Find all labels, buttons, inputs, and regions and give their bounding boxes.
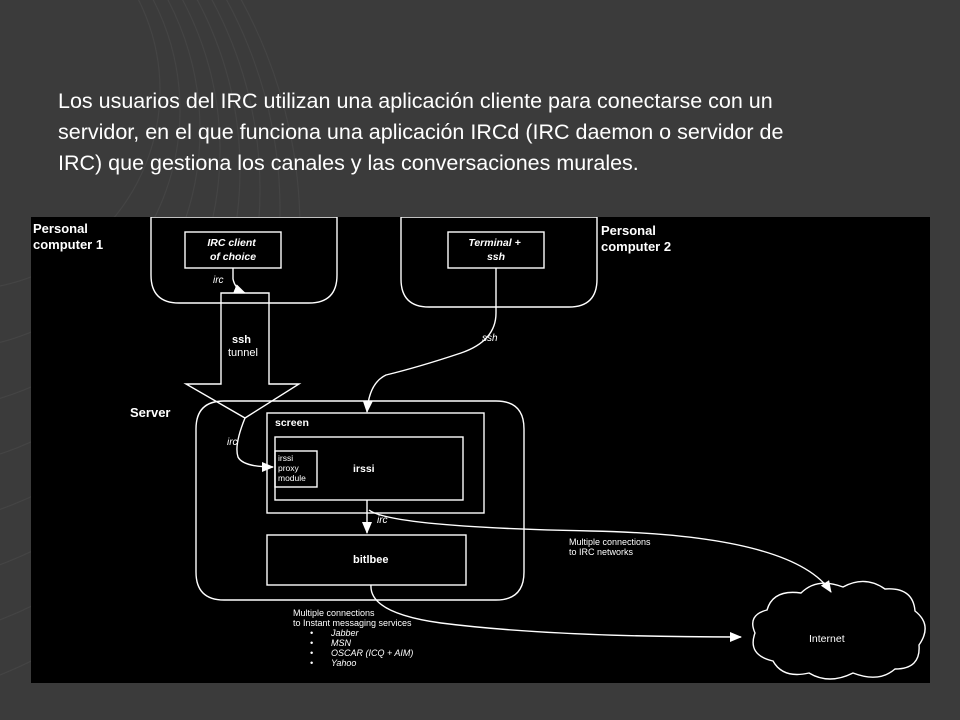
- server-frame: [195, 400, 525, 601]
- internet-label: Internet: [809, 633, 845, 645]
- irc-networks-edge: [368, 509, 832, 593]
- edge-ssh-label: ssh: [482, 333, 498, 344]
- proxy-module-box: [274, 450, 318, 488]
- im-service-bullet: •: [310, 638, 313, 648]
- screen-label: screen: [275, 417, 309, 429]
- terminal-label: Terminal + ssh: [468, 237, 523, 263]
- pc2-frame: [400, 217, 598, 308]
- edge-irc-bottom-label: irc: [377, 515, 388, 526]
- ssh-tunnel-label: ssh tunnel: [228, 334, 258, 359]
- im-services-list: • Jabber • MSN • OSCAR (ICQ + AIM) • Yah…: [310, 628, 413, 668]
- im-service-item: MSN: [331, 638, 352, 648]
- pc1-label: Personal computer 1: [33, 221, 103, 252]
- intro-line: servidor, en el que funciona una aplicac…: [58, 120, 784, 144]
- server-label: Server: [130, 405, 170, 420]
- internet-cloud: [752, 580, 926, 680]
- intro-paragraph: Los usuarios del IRC utilizan una aplica…: [58, 86, 928, 179]
- edge-irc-top-label: irc: [213, 275, 224, 286]
- pc2-label: Personal computer 2: [601, 223, 671, 254]
- intro-line: Los usuarios del IRC utilizan una aplica…: [58, 89, 773, 113]
- im-services-label: Multiple connections to Instant messagin…: [293, 608, 412, 628]
- im-service-bullet: •: [310, 628, 313, 638]
- im-services-edge: [370, 584, 742, 642]
- irssi-label: irssi: [353, 463, 375, 475]
- im-service-item: OSCAR (ICQ + AIM): [331, 648, 413, 658]
- proxy-module-label: irssi proxy module: [278, 453, 306, 483]
- im-service-bullet: •: [310, 648, 313, 658]
- irc-networks-label: Multiple connections to IRC networks: [569, 537, 653, 557]
- irc-architecture-diagram: Personal computer 1 IRC client of choice…: [31, 217, 930, 683]
- intro-line: IRC) que gestiona los canales y las conv…: [58, 151, 639, 175]
- irc-tunnel-edge: [236, 417, 274, 472]
- irc-client-edge: [232, 268, 246, 294]
- bitlbee-box: [266, 534, 467, 586]
- im-service-item: Jabber: [330, 628, 360, 638]
- pc1-frame: [150, 217, 338, 304]
- im-service-bullet: •: [310, 658, 313, 668]
- irc-client-label: IRC client of choice: [207, 237, 258, 263]
- im-service-item: Yahoo: [331, 658, 356, 668]
- bitlbee-label: bitlbee: [353, 554, 388, 566]
- edge-irc-left-label: irc: [227, 437, 238, 448]
- ssh-edge: [362, 268, 497, 413]
